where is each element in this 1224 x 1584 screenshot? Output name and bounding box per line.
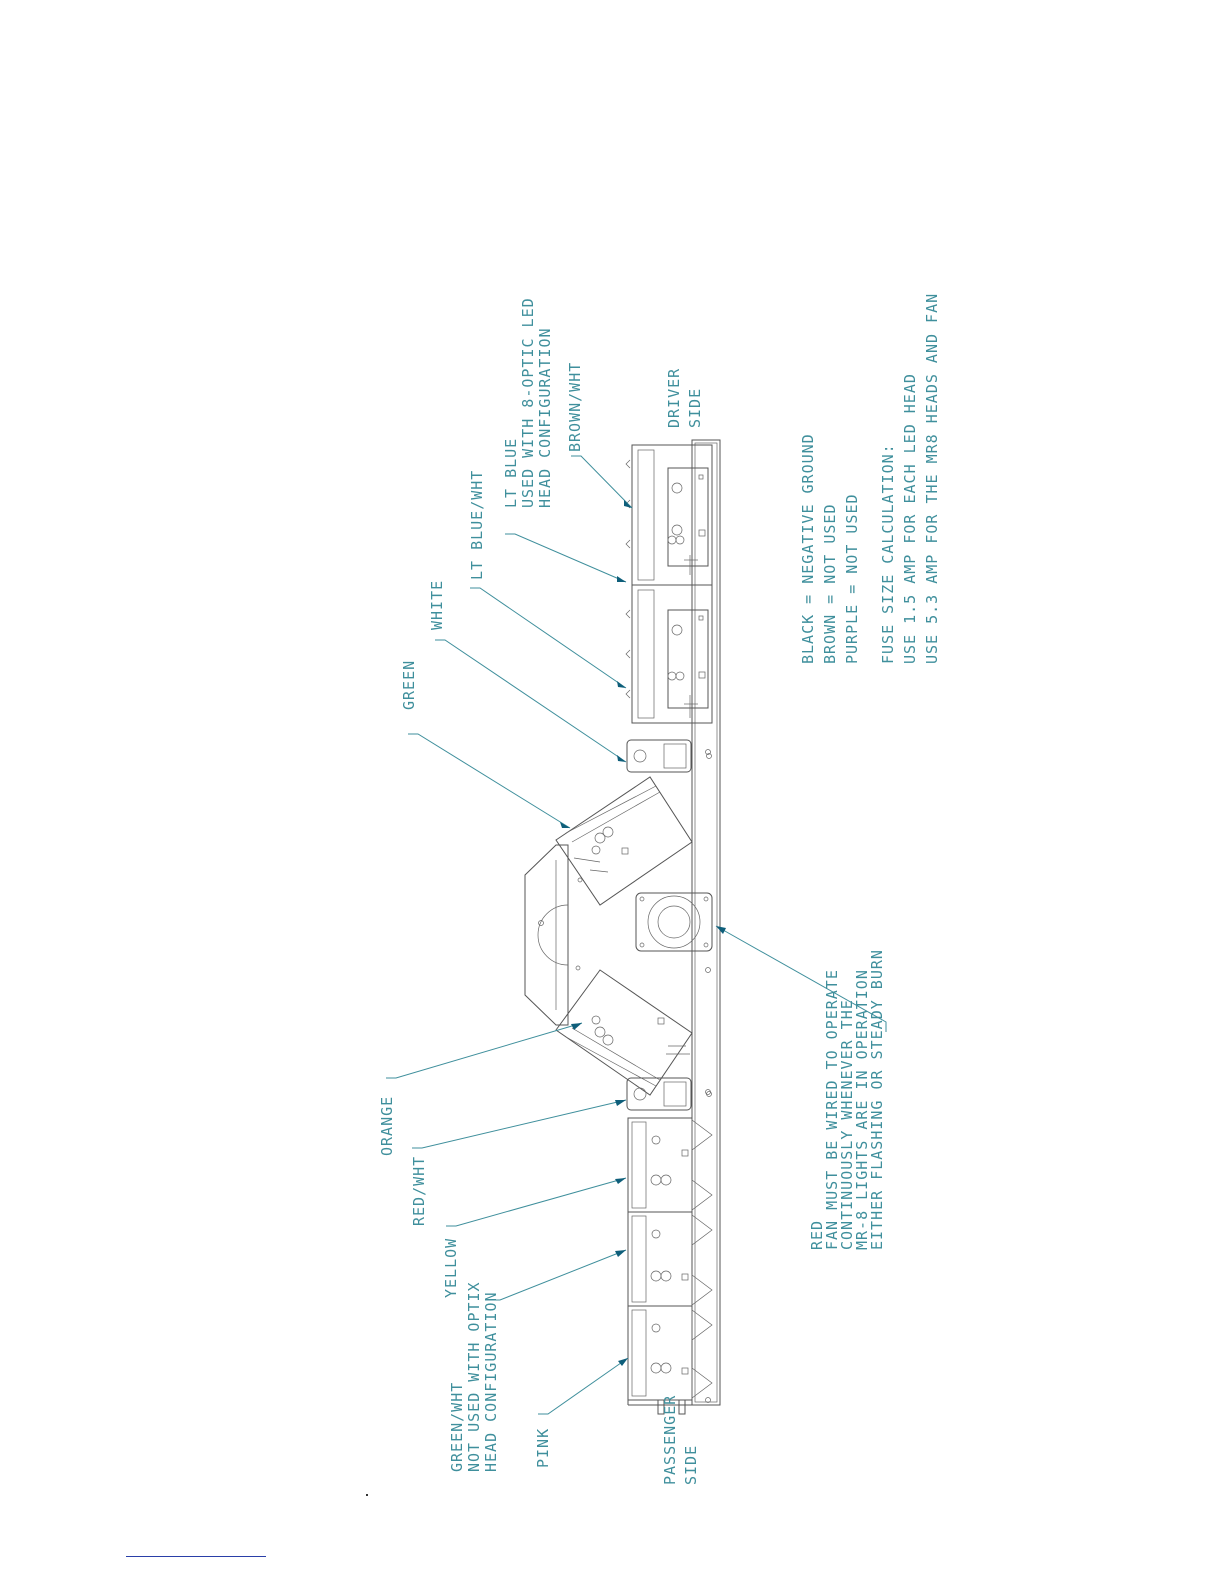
fuse-size-note: FUSE SIZE CALCULATION: USE 1.5 AMP FOR E… xyxy=(879,293,941,664)
driver-side-connectors xyxy=(625,459,631,699)
passenger-side-label: PASSENGER SIDE xyxy=(661,1385,700,1485)
fan-unit xyxy=(635,892,713,952)
green-wht-label: GREEN/WHT NOT USED WITH OPTIX HEAD CONFI… xyxy=(448,1271,500,1472)
passenger-led-module-3 xyxy=(627,1305,713,1401)
red-fan-note: RED FAN MUST BE WIRED TO OPERATE CONTINU… xyxy=(808,949,886,1250)
driver-led-module-2 xyxy=(631,584,713,724)
mounting-holes xyxy=(705,749,711,1403)
passenger-led-module-2 xyxy=(627,1211,713,1307)
wire-legend: BLACK = NEGATIVE GROUND BROWN = NOT USED… xyxy=(799,423,861,664)
angled-center-assembly xyxy=(524,776,693,1096)
orange-label: ORANGE xyxy=(378,1096,396,1156)
lightbar-base-drawing xyxy=(627,439,721,1415)
brown-wht-label: BROWN/WHT xyxy=(566,362,584,452)
yellow-label: YELLOW xyxy=(442,1238,460,1298)
pink-label: PINK xyxy=(534,1428,552,1468)
footer-rule xyxy=(126,1556,266,1557)
green-label: GREEN xyxy=(400,660,418,710)
orange-connector-bracket xyxy=(626,1077,712,1111)
white-connector-bracket xyxy=(626,739,712,773)
red-wht-label: RED/WHT xyxy=(410,1156,428,1226)
driver-led-module-1 xyxy=(631,444,713,586)
labels: PASSENGER SIDE PINK GREEN/WHT NOT USED W… xyxy=(378,287,941,1485)
leader-lines xyxy=(386,455,887,1415)
driver-side-label: DRIVER SIDE xyxy=(665,358,704,428)
lt-blue-label: LT BLUE USED WITH 8-OPTIC LED HEAD CONFI… xyxy=(502,287,554,508)
stray-mark xyxy=(366,1494,368,1496)
passenger-led-module-1 xyxy=(627,1117,713,1213)
lt-blue-wht-label: LT BLUE/WHT xyxy=(468,470,486,580)
white-label: WHITE xyxy=(428,580,446,630)
